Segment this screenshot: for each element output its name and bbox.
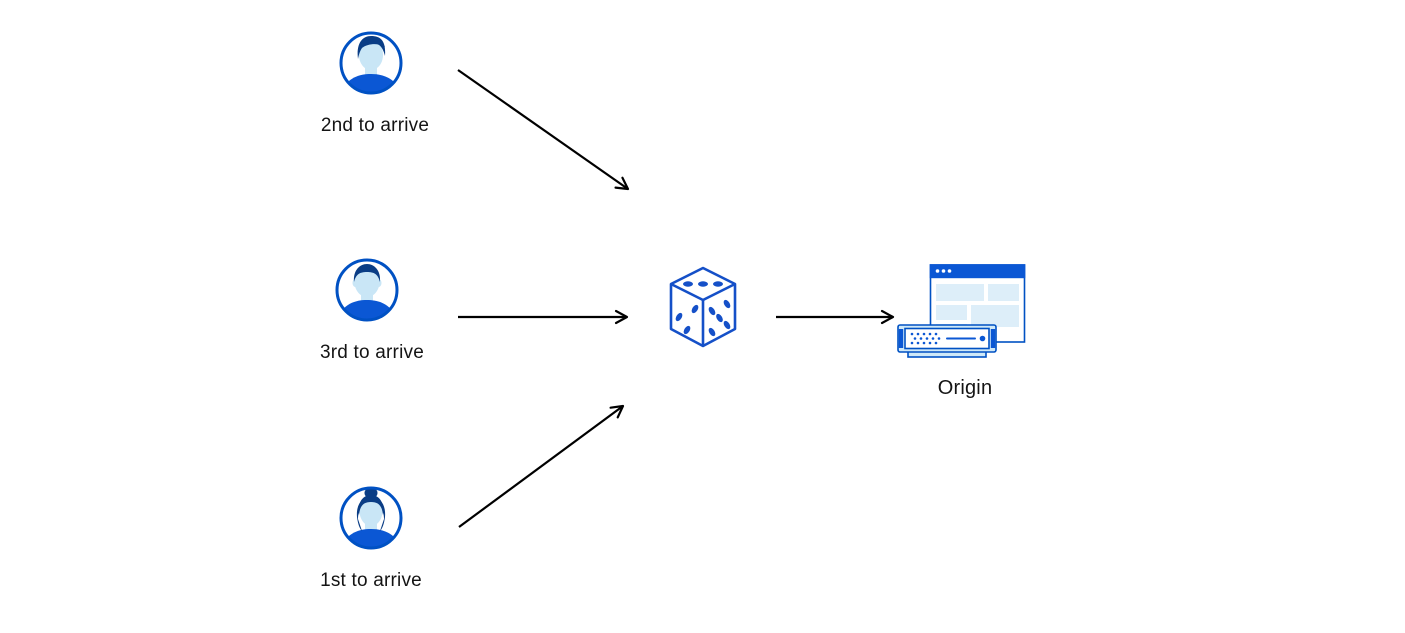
node-dice <box>668 266 738 348</box>
arrow-user1st-to-dice <box>458 404 625 528</box>
dice-icon <box>669 266 737 348</box>
man-avatar-icon <box>339 31 403 95</box>
node-label: 2nd to arrive <box>320 115 430 136</box>
node-origin: Origin <box>896 262 1028 399</box>
woman-avatar-icon <box>339 486 403 550</box>
server-icon <box>897 324 997 358</box>
man-avatar-icon <box>335 258 399 322</box>
browser-and-server-icon <box>897 264 1026 358</box>
arrow-user2nd-to-dice <box>457 69 630 191</box>
node-user-1st: 1st to arrive <box>320 485 422 591</box>
node-user-3rd: 3rd to arrive <box>320 257 424 363</box>
node-label: 3rd to arrive <box>320 342 424 363</box>
node-label: Origin <box>937 377 993 399</box>
node-user-2nd: 2nd to arrive <box>321 30 429 136</box>
node-label: 1st to arrive <box>320 570 422 591</box>
server-vents <box>910 332 941 345</box>
